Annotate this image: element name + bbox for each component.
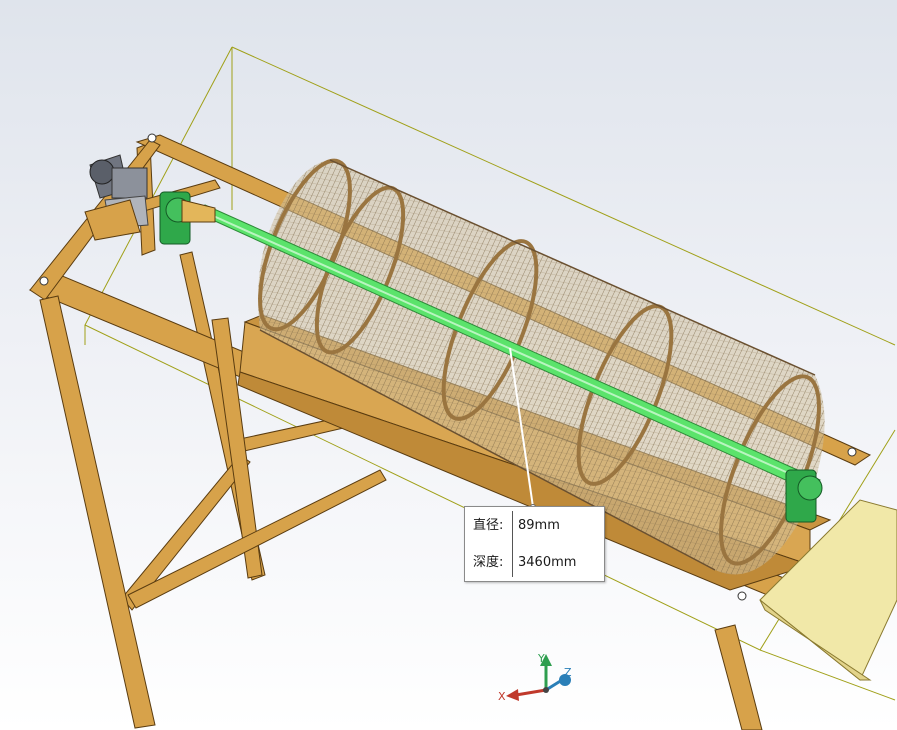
tooltip-row-diameter: 直径: 89mm: [465, 511, 604, 541]
triad-z-label: Z: [564, 666, 572, 679]
tooltip-column-divider: [512, 511, 513, 577]
bearing-right: [785, 469, 823, 523]
frame-bolts: [39, 133, 857, 601]
diameter-value: 89mm: [518, 518, 560, 533]
drive-motor: [84, 154, 149, 241]
tooltip-row-depth: 深度: 3460mm: [465, 548, 604, 578]
discharge-chute: [759, 499, 897, 681]
diameter-label: 直径:: [473, 518, 504, 533]
frame-near-legs: [39, 295, 763, 730]
coordinate-triad: Y X Z: [498, 652, 572, 703]
depth-value: 3460mm: [518, 555, 577, 570]
bearing-left: [159, 191, 216, 245]
triad-y-label: Y: [537, 652, 545, 665]
triad-x-label: X: [498, 690, 506, 703]
depth-label: 深度:: [473, 555, 504, 570]
measurement-tooltip: 直径: 89mm 深度: 3460mm: [464, 506, 605, 582]
